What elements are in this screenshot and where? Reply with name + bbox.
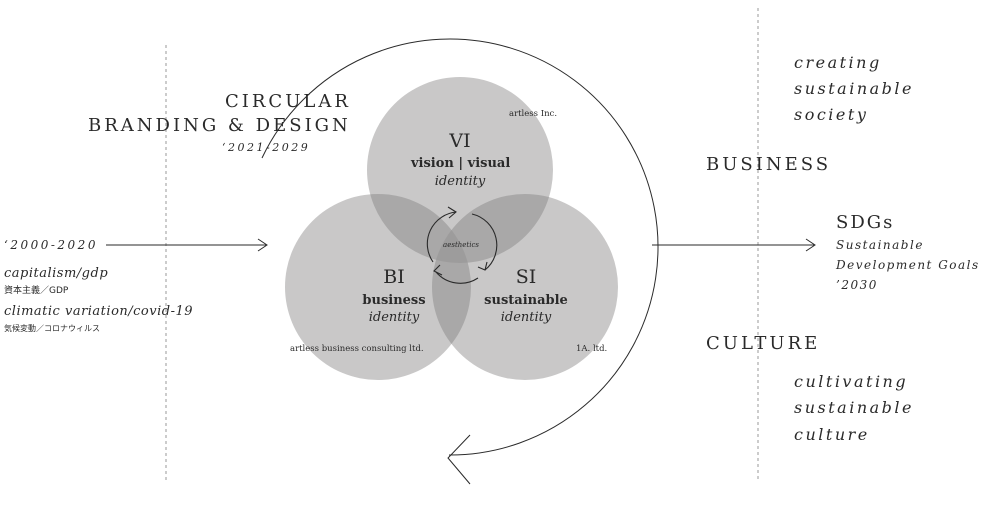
business-tagline-2: sustainable: [794, 79, 914, 98]
output-arrowhead-icon: [805, 238, 816, 252]
past-item-1-en: capitalism/gdp: [4, 266, 109, 281]
center-arrowhead-left-icon: [447, 206, 457, 219]
center-arrowhead-bottom-icon: [433, 264, 443, 276]
past-item-1-ja: 資本主義／GDP: [4, 286, 69, 296]
cycle-arrowhead-icon: [447, 434, 471, 485]
vi-bi-overlap: [367, 194, 471, 263]
title-line-2: BRANDING & DESIGN: [88, 115, 351, 136]
si-line-2: identity: [500, 310, 552, 325]
culture-tagline-1: cultivating: [794, 372, 909, 391]
outer-cycle-arc: [261, 38, 659, 456]
si-company: 1A. ltd.: [576, 344, 608, 354]
sdgs-heading: SDGs: [836, 212, 895, 233]
culture-tagline-3: culture: [794, 425, 870, 444]
past-item-2-en: climatic variation/covid-19: [4, 304, 194, 319]
sdgs-line-2: Development Goals: [836, 258, 980, 272]
center-cycle-arc-bottom: [435, 271, 479, 284]
past-item-2-ja: 気候変動／コロナウィルス: [4, 324, 100, 333]
past-period: ‘2000-2020: [4, 238, 98, 252]
business-heading: BUSINESS: [706, 154, 832, 175]
vi-si-overlap: [432, 194, 553, 263]
center-cycle-arc-right: [471, 213, 498, 271]
title-period: ‘2021-2029: [222, 141, 311, 154]
business-tagline-1: creating: [794, 53, 882, 72]
culture-heading: CULTURE: [706, 333, 821, 354]
culture-tagline-2: sustainable: [794, 398, 914, 417]
si-abbr: SI: [515, 266, 537, 288]
center-label: aesthetics: [443, 241, 479, 249]
bi-company: artless business consulting ltd.: [290, 344, 424, 354]
bi-line-2: identity: [368, 310, 420, 325]
bi-abbr: BI: [383, 266, 405, 288]
sdgs-line-1: Sustainable: [836, 238, 924, 252]
vi-company: artless Inc.: [509, 109, 558, 119]
title-line-1: CIRCULAR: [225, 91, 351, 112]
si-line-1: sustainable: [484, 293, 568, 308]
vi-line-1: vision | visual: [411, 156, 511, 171]
input-arrowhead-icon: [257, 238, 268, 252]
center-arrowhead-right-icon: [477, 261, 488, 271]
center-cycle-arc-left: [426, 211, 457, 263]
vi-line-2: identity: [434, 174, 486, 189]
business-tagline-3: society: [794, 105, 869, 124]
sdgs-line-3: ’2030: [836, 278, 878, 292]
bi-line-1: business: [362, 293, 426, 308]
